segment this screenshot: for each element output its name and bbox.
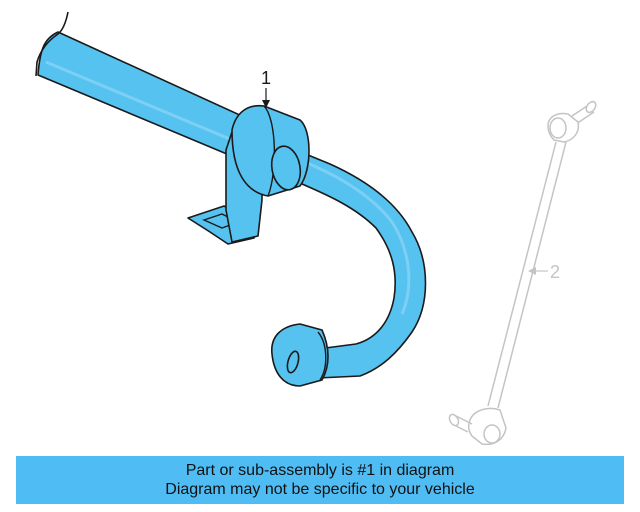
link-lower-joint-face: [483, 424, 501, 444]
bushing-bracket[interactable]: [187, 104, 310, 245]
callout-2-label: 2: [550, 262, 560, 282]
caption-bar: Part or sub-assembly is #1 in diagram Di…: [16, 456, 624, 504]
link-upper-joint-face: [549, 117, 567, 139]
link-lower-stud-end: [448, 413, 460, 427]
bar-bent-arm: [285, 145, 427, 379]
parts-diagram: 1 2: [35, 11, 598, 446]
callout-1-arrowhead: [262, 100, 270, 108]
link-upper-stud-end: [585, 100, 597, 114]
bar-cut-end: [35, 11, 69, 77]
bushing-bore: [270, 145, 302, 191]
caption-line-1: Part or sub-assembly is #1 in diagram: [185, 462, 455, 479]
callout-1: 1: [261, 68, 271, 108]
bar-end-bolt-hole: [286, 350, 300, 374]
bar-arm-shade: [299, 158, 411, 315]
bushing-block-edge: [263, 105, 276, 197]
callout-2-arrowhead: [528, 267, 536, 275]
caption-line-2: Diagram may not be specific to your vehi…: [165, 481, 475, 498]
bar-end-eye: [271, 323, 329, 387]
bar-end-eye-face: [317, 331, 327, 381]
bar-upper-shade: [45, 60, 257, 152]
stabilizer-bar[interactable]: [35, 11, 427, 387]
link-rod: [487, 141, 567, 409]
callout-1-label: 1: [261, 68, 271, 88]
stabilizer-link[interactable]: [448, 100, 598, 446]
callout-2: 2: [528, 262, 560, 282]
